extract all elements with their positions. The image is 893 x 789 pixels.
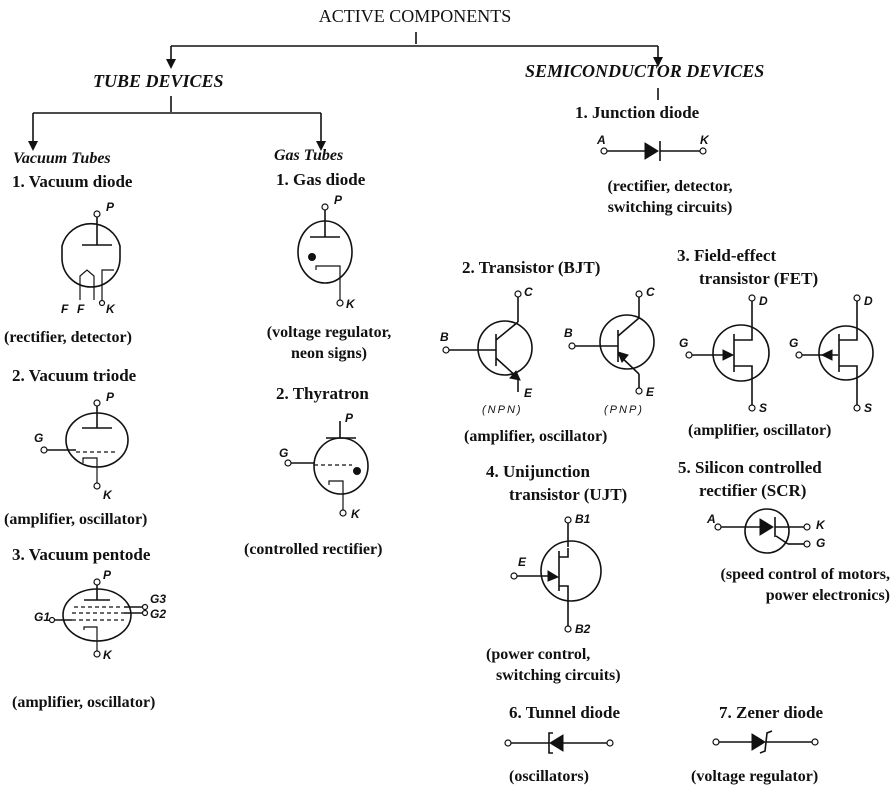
pin-label: B [564, 326, 573, 340]
pin-label: B [440, 330, 449, 344]
fet-name-line1: 3. Field-effect [677, 246, 777, 265]
vacuum-diode-use: (rectifier, detector) [4, 329, 132, 346]
vacuum-triode-use: (amplifier, oscillator) [4, 511, 148, 528]
pin-label: S [864, 401, 873, 415]
pin-label: K [700, 133, 709, 147]
pin-label: K [106, 302, 115, 316]
pin-label: A [707, 512, 716, 526]
p-channel-fet-symbol [795, 294, 874, 412]
thyratron-symbol [284, 421, 369, 517]
ujt-use-line2: switching circuits) [496, 667, 621, 684]
pin-label: B1 [575, 512, 591, 526]
fet-use: (amplifier, oscillator) [688, 422, 832, 439]
pin-label: G3 [150, 592, 167, 606]
pin-label: G [789, 336, 799, 350]
n-channel-fet-symbol [685, 294, 770, 412]
pin-label: F [61, 302, 69, 316]
pin-label: K [103, 488, 112, 502]
pin-label: E [646, 385, 655, 399]
scr-name-line1: 5. Silicon controlled [678, 458, 822, 477]
vacuum-pentode-symbol [48, 578, 149, 658]
ujt-symbol [510, 516, 602, 633]
npn-label: (NPN) [482, 404, 523, 416]
zener-diode-symbol [712, 730, 819, 754]
junction-diode-use-line2: switching circuits) [607, 199, 733, 216]
gas-tubes-heading: Gas Tubes [274, 147, 344, 164]
vacuum-diode-symbol [61, 210, 121, 307]
pin-label: S [759, 401, 768, 415]
pin-label: E [524, 386, 533, 400]
vacuum-triode-name: 2. Vacuum triode [12, 366, 137, 385]
pin-label: D [759, 294, 768, 308]
pin-label: D [864, 294, 873, 308]
pin-label: G [816, 536, 826, 550]
pin-label: K [103, 648, 112, 662]
gas-diode-use-line2: neon signs) [290, 345, 368, 362]
semiconductor-devices-heading: SEMICONDUCTOR DEVICES [525, 61, 765, 81]
thyratron-use: (controlled rectifier) [244, 541, 383, 558]
ujt-name-line1: 4. Unijunction [486, 462, 590, 481]
tunnel-diode-symbol [504, 732, 614, 754]
pnp-label: (PNP) [604, 404, 644, 416]
fet-name-line2: transistor (FET) [699, 269, 819, 288]
pin-label: G [34, 431, 44, 445]
pin-label: K [816, 518, 825, 532]
junction-diode-symbol [600, 141, 707, 161]
gas-diode-symbol [297, 203, 353, 307]
scr-use-line2: power electronics) [765, 587, 890, 604]
pnp-transistor-symbol [568, 290, 655, 395]
pin-label: B2 [575, 622, 591, 636]
vacuum-diode-name: 1. Vacuum diode [12, 172, 133, 191]
pin-label: E [518, 555, 527, 569]
scr-use-line1: (speed control of motors, [720, 566, 890, 583]
ujt-use-line1: (power control, [486, 646, 591, 663]
scr-name-line2: rectifier (SCR) [699, 481, 807, 500]
pin-label: K [351, 507, 360, 521]
vacuum-pentode-name: 3. Vacuum pentode [12, 545, 151, 564]
pin-label: K [346, 297, 355, 311]
scr-symbol [714, 508, 811, 554]
pin-label: P [106, 390, 115, 404]
pin-label: F [77, 302, 85, 316]
pin-label: G [679, 336, 689, 350]
junction-diode-use-line1: (rectifier, detector, [607, 178, 733, 195]
junction-diode-name: 1. Junction diode [575, 103, 700, 122]
tree-connectors [28, 32, 663, 151]
tube-devices-heading: TUBE DEVICES [93, 71, 224, 91]
pin-label: G1 [34, 610, 51, 624]
vacuum-pentode-use: (amplifier, oscillator) [12, 694, 156, 711]
npn-transistor-symbol [442, 290, 533, 392]
pin-label: G2 [150, 607, 167, 621]
bjt-use: (amplifier, oscillator) [464, 428, 608, 445]
pin-label: P [334, 193, 343, 207]
pin-label: P [103, 568, 112, 582]
bjt-name: 2. Transistor (BJT) [462, 258, 601, 277]
zener-diode-use: (voltage regulator) [691, 768, 819, 785]
vacuum-triode-symbol [40, 399, 129, 490]
pin-label: P [345, 411, 354, 425]
root-title: ACTIVE COMPONENTS [318, 6, 512, 26]
pin-label: C [524, 285, 533, 299]
pin-label: A [597, 133, 606, 147]
vacuum-tubes-heading: Vacuum Tubes [13, 150, 111, 167]
gas-diode-use-line1: (voltage regulator, [266, 324, 392, 341]
pin-label: P [106, 200, 115, 214]
gas-diode-name: 1. Gas diode [276, 170, 366, 189]
ujt-name-line2: transistor (UJT) [509, 485, 628, 504]
pin-label: C [646, 285, 655, 299]
tunnel-diode-use: (oscillators) [509, 768, 589, 785]
zener-diode-name: 7. Zener diode [719, 703, 824, 722]
tunnel-diode-name: 6. Tunnel diode [509, 703, 621, 722]
pin-label: G [279, 446, 289, 460]
thyratron-name: 2. Thyratron [276, 384, 369, 403]
